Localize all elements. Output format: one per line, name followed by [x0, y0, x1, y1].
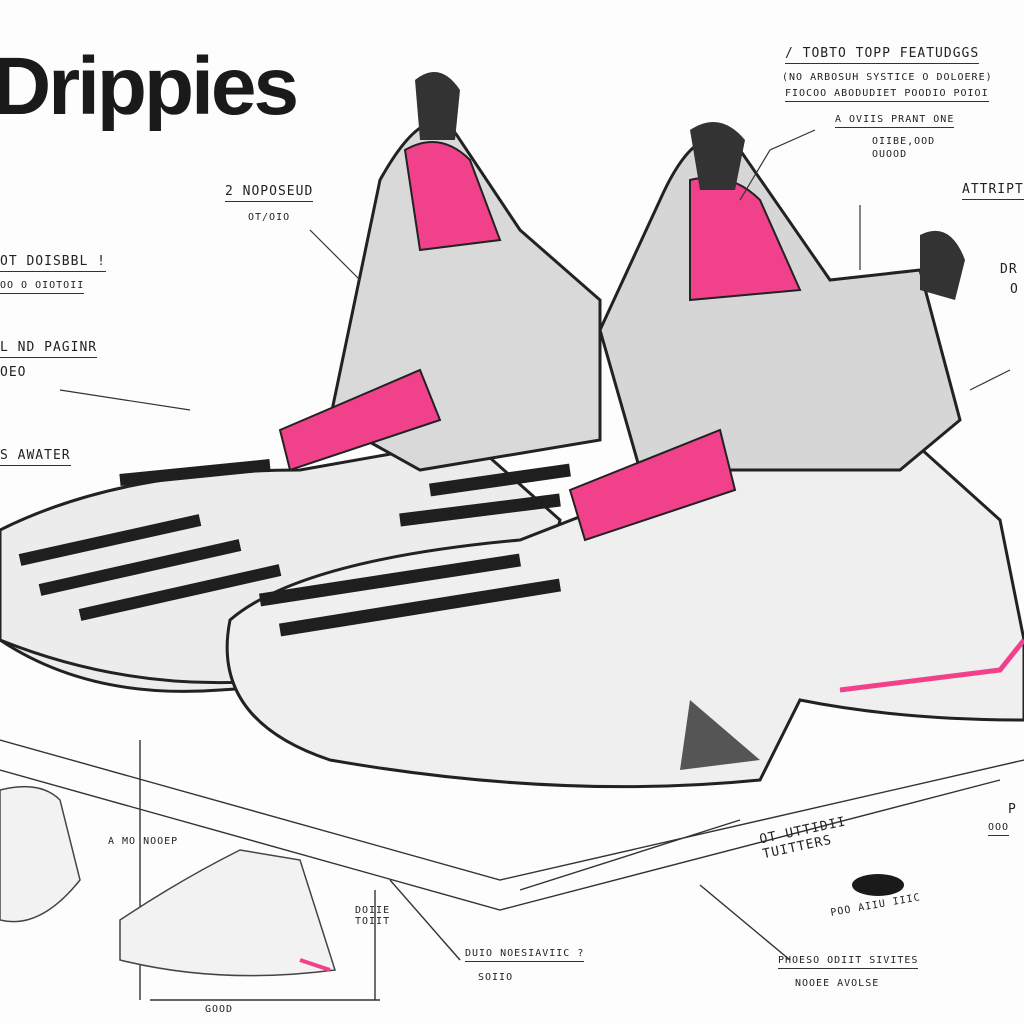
- annotation-bottom-right: PHOESO ODIIT SIVITES: [778, 955, 919, 969]
- annotation-left-2: L ND PAGINR: [0, 340, 98, 358]
- mini-shoe-sketches: [0, 785, 336, 977]
- annotation-bottom-mid-sub: SOIIO: [478, 972, 514, 983]
- annotation-right-3: P: [1008, 802, 1017, 817]
- annotation-upper-mid: 2 NOPOSEUD: [225, 184, 314, 202]
- annotation-top-line1: (NO ARBOSUH SYSTICE O DOLOERE): [782, 72, 993, 83]
- annotation-right-1: ATTRIPTT: [962, 182, 1024, 200]
- annotation-top-line2: FIOCOO ABODUDIET POODIO POIOI: [785, 88, 989, 102]
- annotation-top-line3: A OVIIS PRANT ONE: [835, 114, 955, 128]
- annotation-left-1: OT DOISBBL !: [0, 254, 106, 272]
- brand-title: Drippies: [0, 41, 299, 132]
- annotation-top-heading: / TOBTO TOPP FEATUDGGS: [785, 46, 980, 64]
- annotation-upper-mid-sub: OT/OIO: [248, 212, 291, 223]
- annotation-mini-model: A MO NOOEP: [108, 836, 179, 847]
- annotation-right-2: DR: [1000, 262, 1018, 277]
- annotation-left-1-sub: OO O OIOTOII: [0, 280, 85, 294]
- shadow-swatch: [852, 874, 904, 896]
- annotation-left-3: S AWATER: [0, 448, 71, 466]
- annotation-top-line5: OUOOD: [872, 149, 908, 160]
- annotation-width: GOOD: [205, 1004, 234, 1015]
- annotation-right-3-sub: OOO: [988, 822, 1010, 836]
- annotation-dimension: DOIIE TOIIT: [355, 905, 391, 927]
- annotation-top-line4: OIIBE,OOD: [872, 136, 936, 147]
- annotation-right-2-sub: O: [1010, 282, 1019, 297]
- annotation-left-2-sub: OEO: [0, 365, 27, 380]
- annotation-bottom-right-sub: NOOEE AVOLSE: [795, 978, 880, 989]
- right-shoe: [225, 122, 1024, 789]
- ground-guide-lines: [0, 739, 1024, 1001]
- annotation-leader-lines: [59, 129, 1011, 411]
- annotation-bottom-mid: DUIO NOESIAVIIC ?: [465, 948, 585, 962]
